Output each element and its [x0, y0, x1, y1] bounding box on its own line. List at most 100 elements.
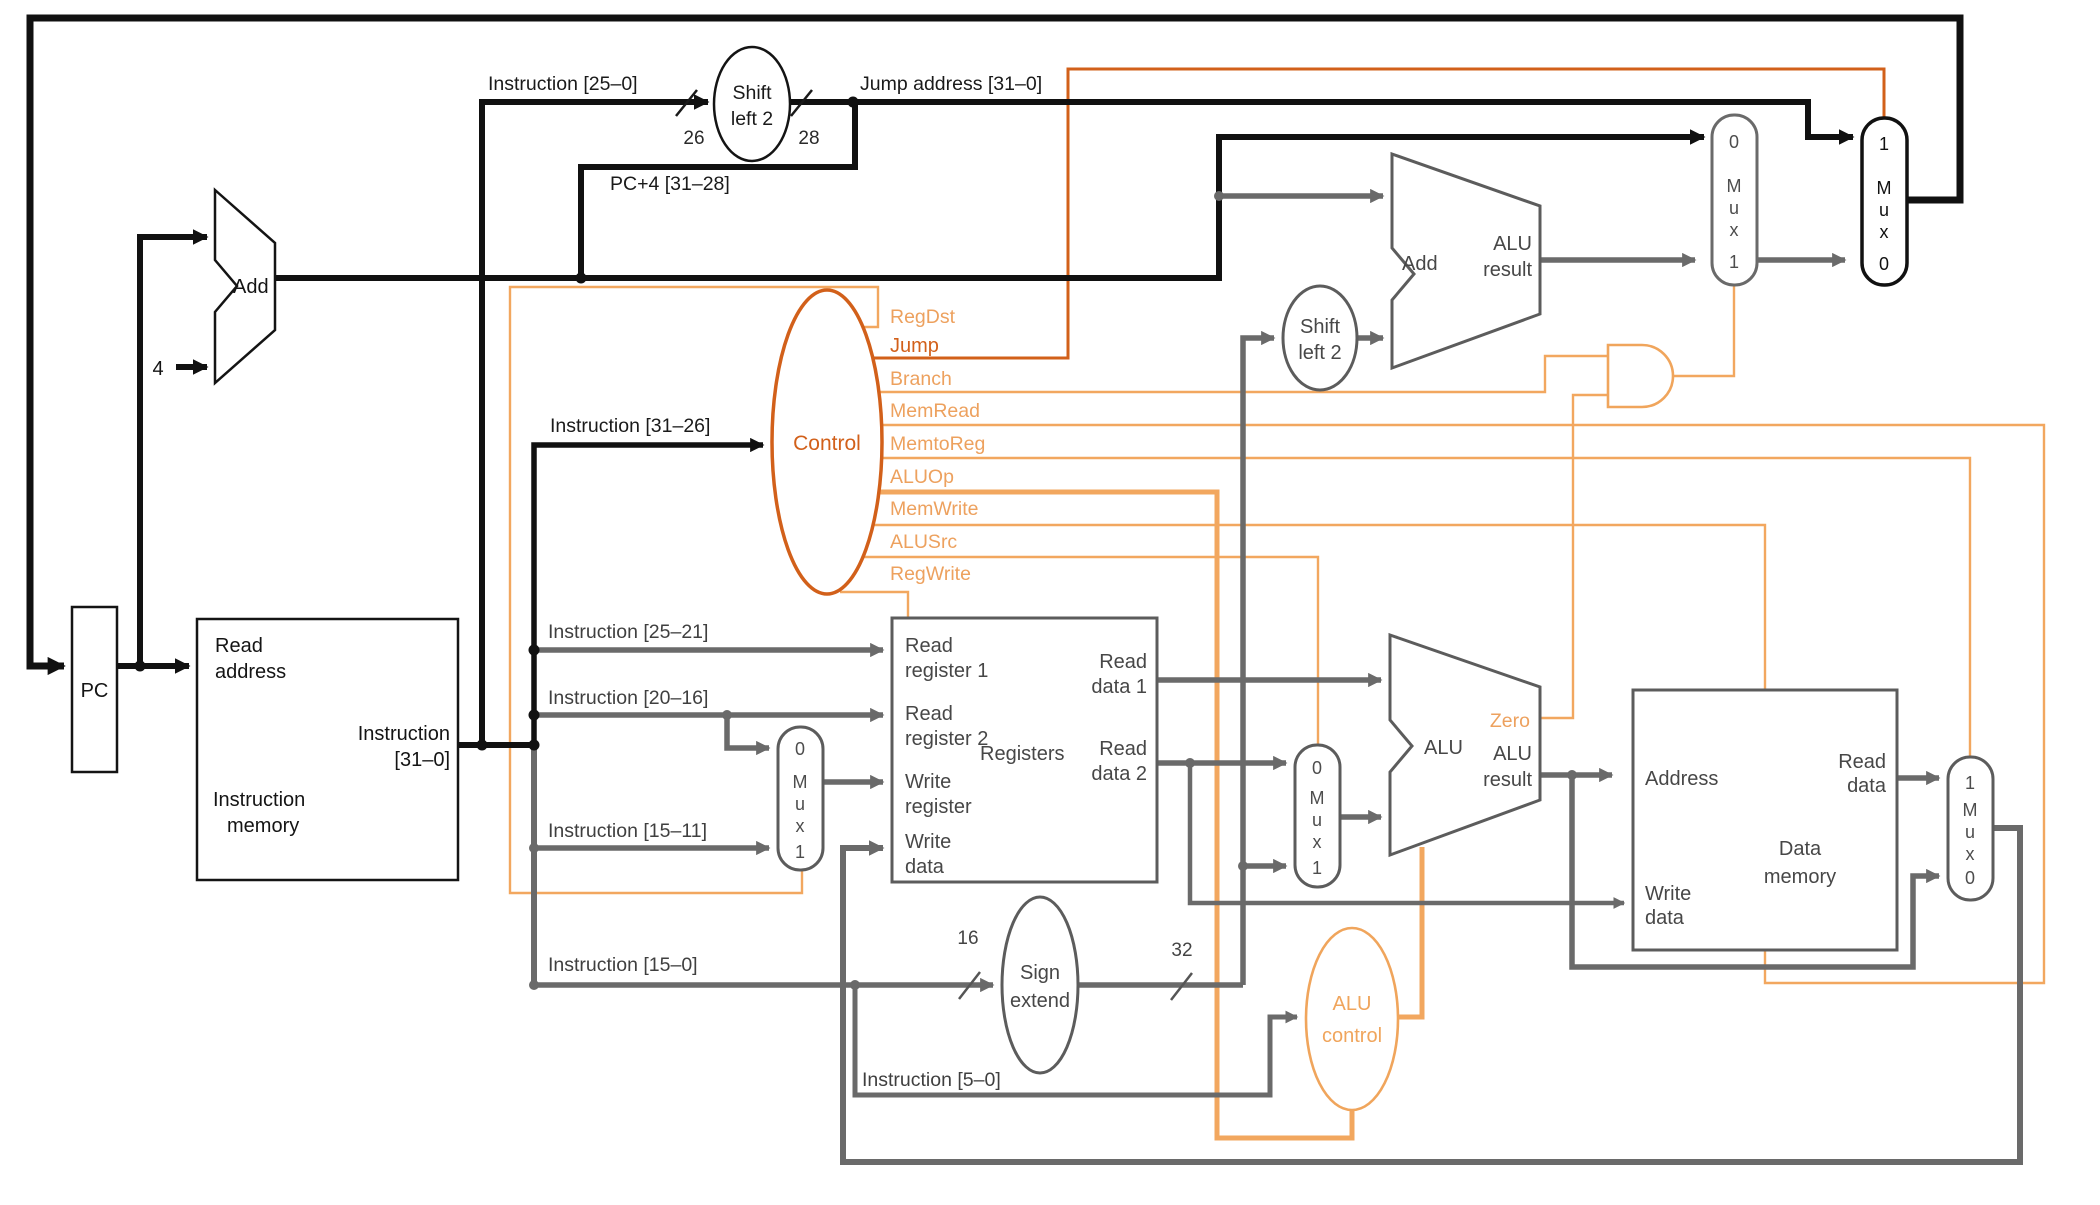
gray-junction-dots: [529, 191, 1577, 990]
alusrc-mux-m: M: [1310, 788, 1325, 808]
branch-adder-label: Add: [1402, 253, 1438, 275]
branch-mux-x: x: [1730, 220, 1739, 240]
branch-shift-left-2: [1281, 284, 1359, 392]
read-data-1-line1: Read: [1099, 651, 1147, 673]
mem-to-reg-mux: [1946, 755, 1995, 902]
read-register-1-line2: register 1: [905, 660, 988, 682]
wr-mux-m: M: [793, 772, 808, 792]
registers-block: [890, 616, 1159, 884]
wr-mux-0: 0: [795, 739, 805, 759]
signal-memread: MemRead: [890, 400, 980, 422]
branch-adder-result-line2: result: [1483, 259, 1532, 281]
alu-block: [1388, 632, 1542, 858]
signal-memwrite: MemWrite: [890, 498, 978, 520]
instruction-memory-block: [195, 617, 460, 882]
signal-regwrite: RegWrite: [890, 563, 971, 585]
signal-branch: Branch: [890, 368, 952, 390]
alu-result-line1: ALU: [1493, 743, 1532, 765]
signal-regdst: RegDst: [890, 306, 956, 328]
branch-adder-block: [1390, 151, 1542, 371]
m2r-mux-u: u: [1965, 822, 1975, 842]
width-slash-26: [675, 89, 698, 117]
label-instruction-5-0: Instruction [5–0]: [862, 1069, 1001, 1091]
imem-instruction-out-line2: [31–0]: [394, 749, 450, 771]
pc-label: PC: [81, 680, 109, 702]
jump-mux-x: x: [1880, 222, 1889, 242]
signal-jump: Jump: [890, 335, 939, 357]
pc-plus-4-wire: [275, 129, 1706, 281]
write-register-mux: [776, 725, 825, 872]
dm-read-data-line2: data: [1847, 775, 1887, 797]
label-instruction-25-0: Instruction [25–0]: [488, 73, 638, 95]
write-register-line2: register: [905, 796, 972, 818]
control-label: Control: [793, 432, 861, 455]
m2r-mux-m: M: [1963, 800, 1978, 820]
sign-extend-riser: [1240, 330, 1276, 985]
pc-feedback-loop: [26, 14, 1964, 676]
label-jump-address: Jump address [31–0]: [860, 73, 1042, 95]
dm-title-line1: Data: [1779, 838, 1822, 860]
increment-4-label: 4: [152, 358, 163, 380]
reg-write-data-line1: Write: [905, 831, 951, 853]
writeback-wire: [840, 825, 2023, 1165]
data-memory-block: [1631, 688, 1899, 952]
alu-src-mux: [1293, 743, 1342, 889]
width-slash-28: [790, 89, 813, 117]
label-instruction-15-11: Instruction [15–11]: [548, 820, 707, 842]
and-output-wire: [1673, 286, 1736, 378]
dm-title-line2: memory: [1764, 866, 1836, 888]
imem-instruction-out-line1: Instruction: [358, 723, 450, 745]
branch-mux: [1710, 113, 1759, 287]
instruction-25-0-wire: [479, 94, 710, 745]
write-data-memory-wire: [1187, 763, 1626, 909]
read-register-1-line1: Read: [905, 635, 953, 657]
signal-alusrc: ALUSrc: [890, 531, 957, 553]
jump-wire: [873, 67, 1886, 360]
m2r-mux-0: 0: [1965, 868, 1975, 888]
jump-mux: [1860, 116, 1909, 287]
dm-read-data-line1: Read: [1838, 751, 1886, 773]
branch-wire: [879, 354, 1607, 394]
width-28-label: 28: [798, 128, 819, 149]
branch-adder-result-line1: ALU: [1493, 233, 1532, 255]
jump-mux-1: 1: [1879, 134, 1889, 154]
wr-mux-1: 1: [795, 842, 805, 862]
jump-mux-u: u: [1879, 200, 1889, 220]
jump-shift-label2: left 2: [731, 108, 773, 130]
read-register-2-line2: register 2: [905, 728, 988, 750]
read-data-2-line2: data 2: [1091, 763, 1147, 785]
imem-title-line1: Instruction: [213, 789, 305, 811]
pc-to-adder: [137, 229, 209, 666]
alusrc-mux-1: 1: [1312, 858, 1322, 878]
m2r-mux-x: x: [1966, 844, 1975, 864]
wr-mux-u: u: [795, 794, 805, 814]
width-slash-32: [1170, 972, 1193, 1001]
alu-control-line1: ALU: [1333, 993, 1372, 1015]
aluop-wire: [879, 489, 1355, 1141]
jump-mux-0: 0: [1879, 254, 1889, 274]
memread-wire: [882, 423, 2046, 985]
jump-mux-m: M: [1877, 178, 1892, 198]
sign-extend-line2: extend: [1010, 990, 1070, 1012]
dm-write-data-line1: Write: [1645, 883, 1691, 905]
dm-address-label: Address: [1645, 768, 1718, 790]
read-data-2-line1: Read: [1099, 738, 1147, 760]
dm-write-data-line2: data: [1645, 907, 1685, 929]
branch-mux-1: 1: [1729, 252, 1739, 272]
read-data-1-line2: data 1: [1091, 676, 1147, 698]
alusrc-mux-u: u: [1312, 810, 1322, 830]
imem-read-address-line2: address: [215, 661, 286, 683]
wr-mux-x: x: [796, 816, 805, 836]
black-junction-dots: [134, 96, 859, 751]
gray-data-wires: [531, 188, 2023, 1165]
label-instruction-20-16: Instruction [20–16]: [548, 687, 708, 709]
m2r-mux-1: 1: [1965, 773, 1975, 793]
registers-title: Registers: [980, 743, 1064, 765]
alu-control: [1304, 926, 1400, 1112]
width-slash-16: [958, 971, 981, 1000]
imem-title-line2: memory: [227, 815, 299, 837]
alu-control-output-wire: [1397, 847, 1425, 1020]
label-pc-plus-4: PC+4 [31–28]: [610, 173, 730, 195]
read-register-2-line1: Read: [905, 703, 953, 725]
